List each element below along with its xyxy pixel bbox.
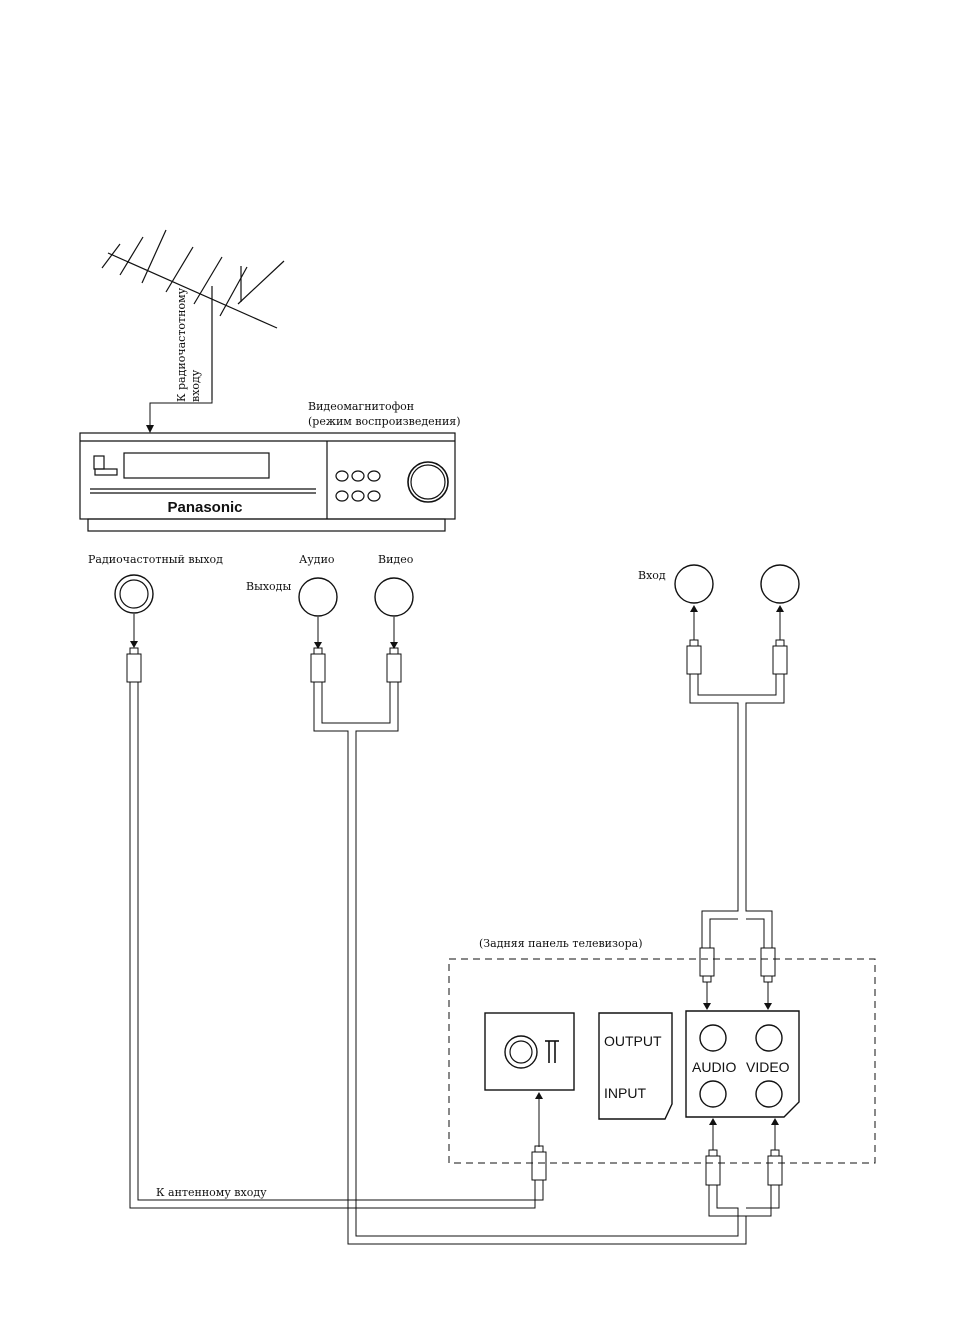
input-label: Вход [638, 569, 666, 582]
input-plug-audio [687, 640, 701, 674]
tv-audio-out-jack [700, 1025, 726, 1051]
video-out-jack [375, 578, 413, 616]
vcr-buttons [336, 471, 380, 501]
audio-out-plug [311, 648, 325, 682]
tv-av-in-arrowheads [709, 1118, 779, 1125]
vcr-device [80, 433, 455, 531]
antenna-input-label: К антенному входу [156, 1186, 267, 1199]
rf-out-label: Радиочастотный выход [88, 553, 223, 566]
antenna-cable [150, 400, 212, 426]
tv-video-label: VIDEO [746, 1059, 790, 1075]
tv-video-out-jack [756, 1025, 782, 1051]
tv-antenna-input [485, 1013, 574, 1090]
vcr-title-line2: (режим воспроизведения) [308, 415, 461, 428]
outputs-label: Выходы [246, 580, 291, 593]
vcr-plug-arrows [134, 614, 394, 644]
tv-rf-arrowhead [535, 1092, 543, 1099]
vcr-brand-logo: Panasonic [167, 499, 242, 516]
tv-back-panel [449, 959, 875, 1163]
tv-video-in-jack [756, 1081, 782, 1107]
rf-in-arrow [146, 425, 154, 433]
vcr-arrowheads [130, 641, 398, 649]
vcr-title-line1: Видеомагнитофон [308, 400, 414, 413]
input-plug-video [773, 640, 787, 674]
rf-plug [127, 648, 141, 688]
input-jack-video [761, 565, 799, 603]
tv-av-out-arrowheads [703, 1003, 772, 1010]
video-out-plug [387, 648, 401, 682]
video-out-label: Видео [378, 553, 414, 566]
tv-rf-plug [532, 1098, 546, 1186]
tv-audio-in-jack [700, 1081, 726, 1107]
input-jack-audio [675, 565, 713, 603]
tv-input-label: INPUT [604, 1085, 646, 1101]
rf-out-jack [115, 575, 153, 613]
audio-out-jack [299, 578, 337, 616]
antenna-cable-label-line2: входу [189, 369, 202, 402]
tv-av-in-plugs [706, 1124, 782, 1185]
tv-output-label: OUTPUT [604, 1033, 662, 1049]
input-av-cable [690, 674, 784, 948]
input-plug-arrows [694, 612, 780, 640]
tv-av-out-plugs [700, 948, 775, 1004]
antenna-cable-label-line1: К радиочастотному [175, 287, 188, 402]
tv-panel-title: (Задняя панель телевизора) [479, 937, 643, 950]
tv-audio-label: AUDIO [692, 1059, 736, 1075]
input-arrowheads [690, 605, 784, 612]
audio-out-label: Аудио [299, 553, 335, 566]
tv-io-label-block [599, 1013, 672, 1119]
